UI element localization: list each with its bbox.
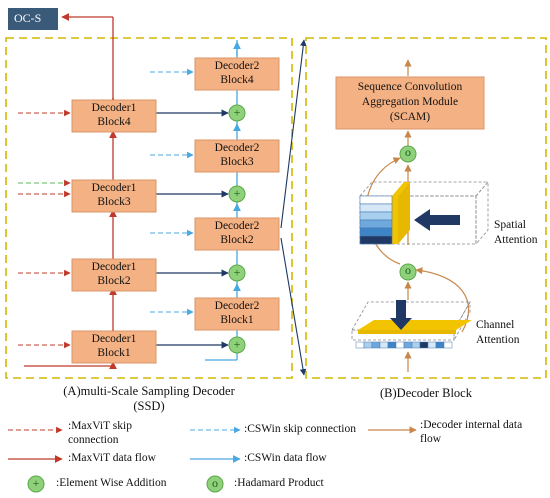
addition-node-4 xyxy=(228,104,246,122)
hadamard-node-top xyxy=(399,145,417,163)
legend-cswin-flow: :CSWin data flow xyxy=(244,452,327,464)
channel-arrow-icon xyxy=(390,300,412,330)
hadamard-symbol-top: o xyxy=(405,145,411,159)
spatial-arrow-icon xyxy=(414,209,460,231)
decoder-block-frame xyxy=(305,37,547,379)
legend-maxvit-flow: :MaxViT data flow xyxy=(68,452,156,464)
addition-symbol-2: + xyxy=(233,265,241,279)
ssd-caption: (A)multi-Scale Sampling Decoder(SSD) xyxy=(63,384,235,413)
ssd-frame xyxy=(5,37,293,379)
decoder2-block2 xyxy=(194,217,280,251)
addition-node-2 xyxy=(228,264,246,282)
decoder2-block3 xyxy=(194,139,280,173)
spatial-attention-cube xyxy=(359,180,489,246)
decoder1-block4 xyxy=(71,99,157,133)
legend-hadamard: :Hadamard Product xyxy=(234,477,324,489)
decoder2-block1 xyxy=(194,297,280,331)
addition-symbol-4: + xyxy=(233,105,241,119)
channel-attention-slab xyxy=(351,300,472,349)
legend-cswin-skip: :CSWin skip connection xyxy=(244,423,356,435)
decoder2-block4 xyxy=(194,57,280,91)
legend-addition-symbol: + xyxy=(32,476,40,490)
addition-node-3 xyxy=(228,185,246,203)
addition-symbol-3: + xyxy=(233,186,241,200)
addition-node-1 xyxy=(228,336,246,354)
ocs-label: OC-S xyxy=(14,11,42,25)
decoder1-block3 xyxy=(71,179,157,213)
decoder1-block1 xyxy=(71,330,157,364)
legend-hadamard-symbol: o xyxy=(212,476,218,490)
addition-symbol-1: + xyxy=(233,337,241,351)
legend-hadamard-icon xyxy=(206,475,224,493)
ocs-box xyxy=(8,8,58,30)
scam-box xyxy=(335,76,485,130)
decoder1-block2 xyxy=(71,258,157,292)
expand-line-top xyxy=(280,39,307,229)
hadamard-symbol-bottom: o xyxy=(405,263,411,277)
legend-element-wise: :Element Wise Addition xyxy=(56,477,167,489)
decoder-block-caption: (B)Decoder Block xyxy=(380,386,472,400)
expand-line-bottom xyxy=(280,237,307,376)
legend-addition-icon xyxy=(27,475,45,493)
